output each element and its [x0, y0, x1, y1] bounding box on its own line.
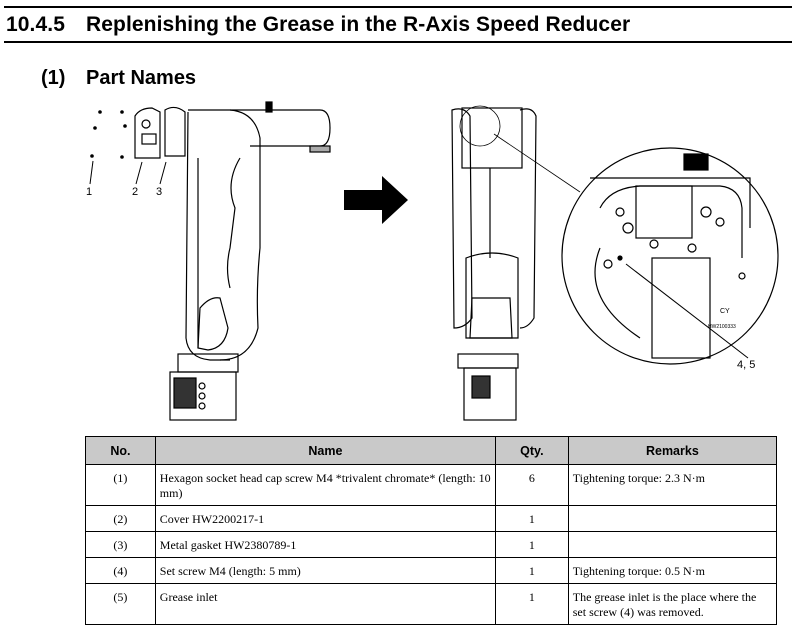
- screws-group: [90, 110, 127, 159]
- cell-remarks: [567, 505, 778, 532]
- cell-name: Metal gasket HW2380789-1: [154, 531, 496, 558]
- subsection-title: (1) Part Names: [41, 67, 196, 90]
- header-rule-bottom: [4, 41, 792, 43]
- cell-no: (1): [85, 464, 156, 506]
- header-remarks: Remarks: [567, 436, 778, 465]
- table-row: (4) Set screw M4 (length: 5 mm) 1 Tighte…: [85, 557, 778, 584]
- callout-3: 3: [156, 186, 162, 198]
- header-name: Name: [154, 436, 496, 465]
- robot-side-view: [89, 101, 331, 421]
- cell-remarks: Tightening torque: 0.5 N·m: [567, 557, 778, 584]
- section-title: 10.4.5 Replenishing the Grease in the R-A…: [6, 13, 630, 37]
- robot-front-view: [451, 105, 581, 421]
- cell-remarks: Tightening torque: 2.3 N·m: [567, 464, 778, 506]
- cell-name: Set screw M4 (length: 5 mm): [154, 557, 496, 584]
- cell-no: (3): [85, 531, 156, 558]
- section-number: 10.4.5: [6, 13, 65, 36]
- robot-diagram: 1 2 3: [86, 101, 779, 421]
- cell-remarks: [567, 531, 778, 558]
- part-names-figure: 1 2 3: [80, 98, 790, 428]
- header-qty: Qty.: [494, 436, 569, 465]
- callout-2: 2: [132, 186, 138, 198]
- right-arrow-icon: [344, 176, 408, 224]
- cell-qty: 1: [494, 583, 569, 625]
- subsection-title-text: Part Names: [86, 67, 197, 89]
- parts-table: No. Name Qty. Remarks (1) Hexagon socket…: [85, 436, 778, 625]
- callout-leader-1: [89, 160, 94, 185]
- header-rule-top: [4, 6, 792, 8]
- callout-leader-4-5: [625, 263, 749, 359]
- callout-1: 1: [86, 186, 92, 198]
- callout-4-5: 4, 5: [737, 359, 755, 371]
- section-title-text: Replenishing the Grease in the R-Axis Sp…: [86, 13, 631, 36]
- cell-qty: 1: [494, 557, 569, 584]
- motor-block: [635, 185, 693, 239]
- cover-plate: [134, 107, 161, 159]
- header-no: No.: [85, 436, 156, 465]
- table-row: (2) Cover HW2200217-1 1: [85, 505, 778, 532]
- table-row: (1) Hexagon socket head cap screw M4 *tr…: [85, 464, 778, 506]
- cell-no: (2): [85, 505, 156, 532]
- detail-view: [561, 147, 779, 365]
- cell-name: Hexagon socket head cap screw M4 *trival…: [154, 464, 496, 506]
- table-header-row: No. Name Qty. Remarks: [85, 436, 778, 465]
- cell-name: Cover HW2200217-1: [154, 505, 496, 532]
- table-row: (5) Grease inlet 1 The grease inlet is t…: [85, 583, 778, 625]
- cell-qty: 6: [494, 464, 569, 506]
- cell-no: (5): [85, 583, 156, 625]
- callout-leader-2: [135, 161, 143, 185]
- subsection-number: (1): [41, 67, 66, 89]
- cell-qty: 1: [494, 531, 569, 558]
- cell-remarks: The grease inlet is the place where the …: [567, 583, 778, 625]
- table-row: (3) Metal gasket HW2380789-1 1: [85, 531, 778, 558]
- cell-qty: 1: [494, 505, 569, 532]
- detail-axis-mark: CY: [720, 308, 730, 315]
- knob: [683, 153, 709, 171]
- cell-name: Grease inlet: [154, 583, 496, 625]
- cell-no: (4): [85, 557, 156, 584]
- detail-part-mark: HW2100333: [708, 324, 736, 330]
- callout-leader-3: [159, 161, 167, 185]
